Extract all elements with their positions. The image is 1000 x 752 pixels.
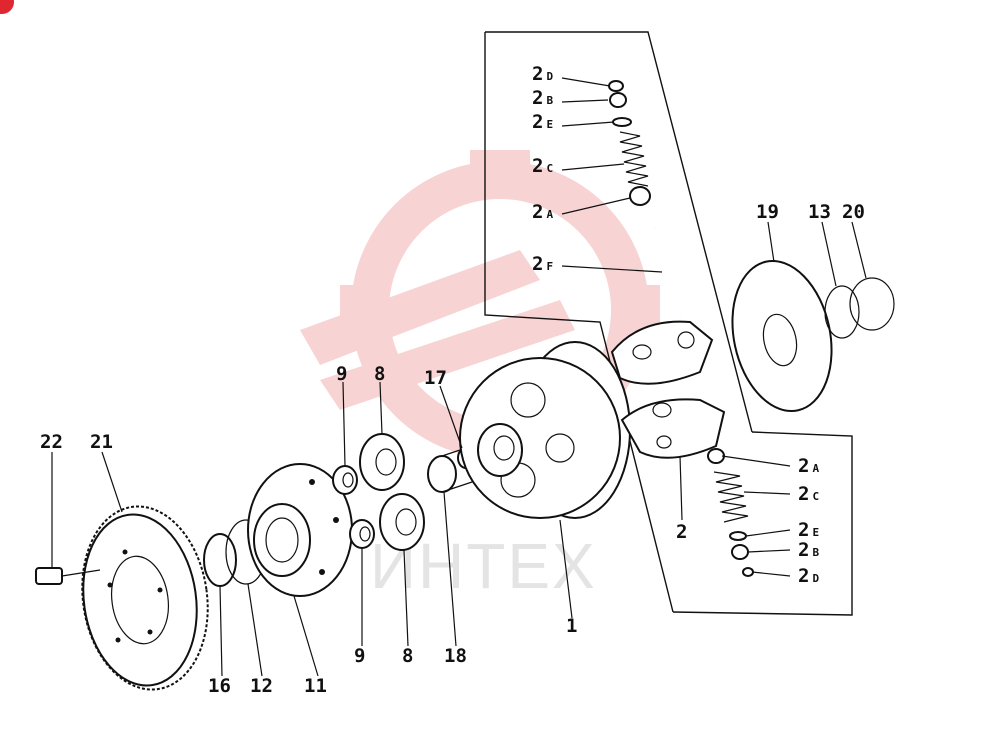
watermark: ИНТЕХ	[300, 150, 660, 602]
lower-spring-assembly	[707, 448, 754, 577]
upper-spring-assembly	[608, 80, 683, 319]
part-16-ring	[203, 533, 237, 587]
leader-lines	[51, 77, 867, 677]
label-11: 11	[304, 675, 327, 697]
label-22: 22	[40, 431, 63, 453]
upper-callout-frame	[484, 31, 753, 613]
part-2-weight-lower	[620, 398, 726, 459]
part-1-drum	[459, 341, 631, 519]
part-8-bearing-bottom	[379, 493, 425, 551]
label-21: 21	[90, 431, 113, 453]
label-8-bottom: 8	[402, 645, 413, 667]
part-9-washer-top	[332, 465, 358, 495]
label-18: 18	[444, 645, 467, 667]
part-11-hub	[247, 463, 353, 597]
label-12: 12	[250, 675, 273, 697]
part-9-washer-bottom	[349, 519, 375, 549]
part-19-disc	[731, 259, 833, 413]
label-2: 2	[676, 521, 687, 543]
label-19: 19	[756, 201, 779, 223]
label-1: 1	[566, 615, 577, 637]
part-20-snap-ring	[849, 277, 895, 331]
part-22-bolt	[35, 567, 101, 585]
gear-logo-icon	[300, 150, 660, 470]
part-18-shaft	[427, 445, 473, 493]
label-16: 16	[208, 675, 231, 697]
label-17: 17	[424, 367, 447, 389]
part-13-ring	[824, 285, 860, 339]
lower-callout-frame	[672, 431, 853, 616]
label-13: 13	[808, 201, 831, 223]
label-9-top: 9	[336, 363, 347, 385]
part-8-bearing-top	[359, 433, 405, 491]
label-20: 20	[842, 201, 865, 223]
label-8-top: 8	[374, 363, 385, 385]
label-9-bottom: 9	[354, 645, 365, 667]
part-21-gear	[81, 505, 209, 691]
part-2-weight-upper	[610, 320, 714, 385]
